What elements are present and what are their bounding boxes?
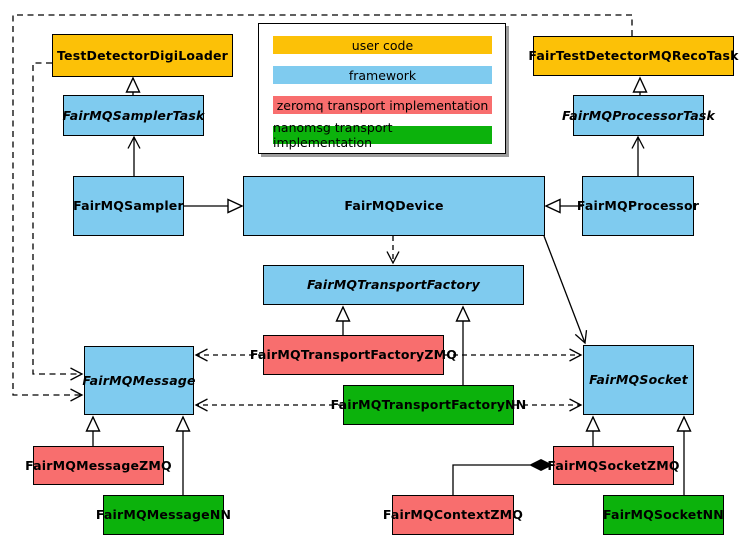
node-fairmqtransportfactorynn: FairMQTransportFactoryNN bbox=[331, 385, 526, 425]
legend-item-framework: framework bbox=[273, 66, 492, 84]
legend-item-user-code: user code bbox=[273, 36, 492, 54]
dashed-arrow-recotask-message bbox=[12, 14, 633, 402]
node-fairtestdetectormqrecotask: FairTestDetectorMQRecoTask bbox=[528, 36, 738, 76]
legend: user code framework zeromq transport imp… bbox=[258, 23, 506, 154]
node-fairmqmessagenn: FairMQMessageNN bbox=[96, 495, 231, 535]
composition-diamond-icon bbox=[529, 459, 553, 471]
association-arrow-device-socket bbox=[543, 235, 588, 345]
node-fairmqtransportfactory: FairMQTransportFactory bbox=[263, 265, 524, 305]
node-fairmqsampler: FairMQSampler bbox=[73, 176, 184, 236]
legend-item-zeromq: zeromq transport implementation bbox=[273, 96, 492, 114]
node-fairmqtransportfactoryzmq: FairMQTransportFactoryZMQ bbox=[250, 335, 457, 375]
node-fairmqmessagezmq: FairMQMessageZMQ bbox=[25, 446, 172, 485]
node-fairmqsocket: FairMQSocket bbox=[583, 345, 694, 415]
node-fairmqcontextzmq: FairMQContextZMQ bbox=[383, 495, 523, 535]
node-fairmqmessage: FairMQMessage bbox=[82, 346, 195, 415]
node-fairmqprocessor: FairMQProcessor bbox=[577, 176, 699, 236]
legend-item-nanomsg: nanomsg transport implementation bbox=[273, 120, 492, 150]
node-fairmqprocessortask: FairMQProcessorTask bbox=[562, 95, 715, 136]
node-fairmqdevice: FairMQDevice bbox=[243, 176, 545, 236]
node-fairmqsamplertask: FairMQSamplerTask bbox=[62, 95, 204, 136]
node-fairmqsocketnn: FairMQSocketNN bbox=[603, 495, 724, 535]
composition-line-contextzmq-socketzmq bbox=[452, 464, 530, 495]
node-testdetectordigiloader: TestDetectorDigiLoader bbox=[52, 34, 233, 77]
node-fairmqsocketzmq: FairMQSocketZMQ bbox=[547, 446, 679, 485]
